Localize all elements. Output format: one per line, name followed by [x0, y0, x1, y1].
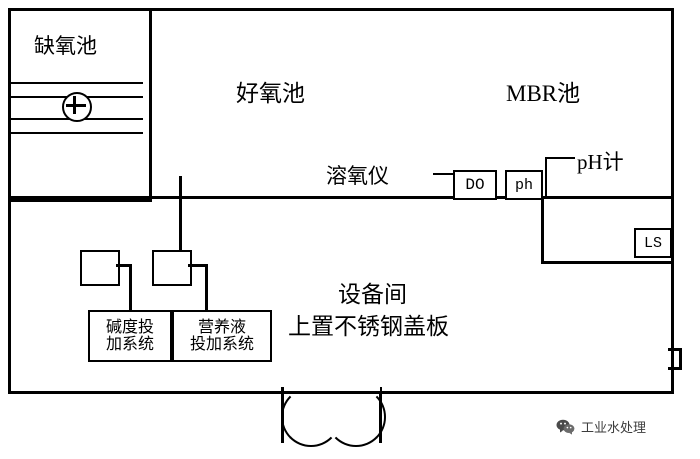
alkali-link-v — [129, 264, 132, 314]
alkalinity-dosing-line1: 碱度投 — [105, 318, 154, 336]
nutrient-link-h — [188, 264, 208, 267]
footer-account-name: 工业水处理 — [581, 420, 647, 435]
wechat-icon — [556, 419, 575, 435]
equipment-room-label-line2: 上置不锈钢盖板 — [288, 314, 449, 339]
ph-leader-v — [545, 157, 547, 197]
do-tag: DO — [453, 170, 497, 200]
mbr-tank-label: MBR池 — [506, 81, 581, 106]
do-leader-h — [433, 173, 455, 175]
door-swing-arc-left — [281, 387, 341, 447]
alkali-pump-box — [80, 250, 120, 286]
mixer-line-top — [11, 82, 143, 84]
alkalinity-dosing-line2: 加系统 — [105, 336, 154, 353]
alkalinity-dosing-system-box: 碱度投 加系统 — [88, 310, 172, 362]
door-swing-arc-right — [326, 387, 386, 447]
equipment-room-label-line1: 设备间 — [338, 282, 407, 307]
doorway-gap — [284, 386, 380, 391]
mixer-shaft-v — [73, 96, 76, 114]
ph-leader-h — [545, 157, 575, 159]
anoxic-tank-room — [8, 8, 152, 202]
right-wall-notch-bottom — [668, 367, 682, 370]
do-meter-label: 溶氧仪 — [326, 164, 389, 188]
ls-tag: LS — [634, 228, 672, 258]
nutrient-dosing-line1: 营养液 — [197, 318, 246, 336]
tank-equipment-divider — [8, 196, 668, 199]
nutrient-feed-pipe — [179, 176, 182, 250]
nutrient-pump-box — [152, 250, 192, 286]
nutrient-dosing-line2: 投加系统 — [189, 336, 254, 353]
nutrient-link-v — [205, 264, 208, 314]
footer-watermark: 工业水处理 — [556, 417, 646, 436]
anoxic-tank-label: 缺氧池 — [34, 34, 97, 58]
right-wall-notch-side — [679, 348, 682, 370]
mixer-shaft-h — [66, 104, 86, 107]
mixer-line-bottom — [11, 132, 143, 134]
ph-tag: ph — [505, 170, 543, 200]
nutrient-dosing-system-box: 营养液 投加系统 — [172, 310, 272, 362]
door-leaf-right — [379, 387, 382, 443]
alkali-link-h — [116, 264, 132, 267]
right-wall-notch-top — [668, 348, 682, 351]
aerobic-tank-label: 好氧池 — [236, 81, 305, 106]
ph-meter-label: pH计 — [577, 150, 624, 174]
mixer-circle-icon — [62, 92, 92, 122]
mbr-sub-chamber — [541, 196, 674, 264]
